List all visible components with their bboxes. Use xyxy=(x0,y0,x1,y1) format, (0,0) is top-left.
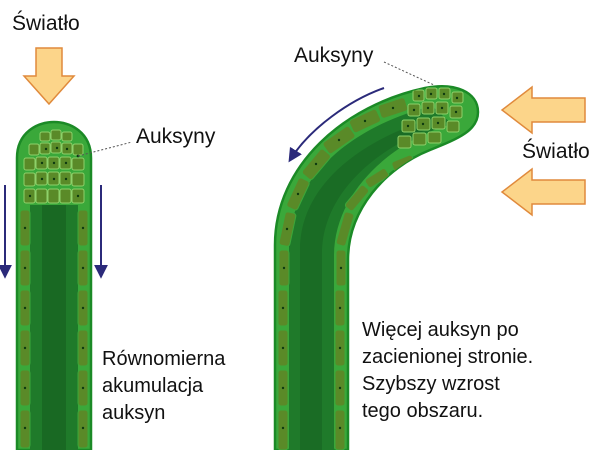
left-caption-line-2: akumulacja xyxy=(102,375,204,397)
right-caption-line-3: Szybszy wzrost xyxy=(362,373,500,395)
left-stem xyxy=(15,120,93,450)
right-caption-line-2: zacienionej stronie. xyxy=(362,346,533,368)
right-direction-arrow xyxy=(288,87,385,163)
left-auxin-dots xyxy=(23,146,85,430)
right-light-arrow-top xyxy=(500,85,586,135)
right-caption-line-1: Więcej auksyn po xyxy=(362,319,519,341)
right-light-arrow-bottom xyxy=(500,167,586,217)
right-stem xyxy=(273,85,480,450)
left-auxin-label: Auksyny xyxy=(136,125,216,148)
left-caption-line-3: auksyn xyxy=(102,402,165,424)
left-auxin-leader xyxy=(77,141,133,157)
right-light-label: Światło xyxy=(522,139,590,163)
left-light-arrow xyxy=(22,47,76,106)
right-auxin-label: Auksyny xyxy=(294,44,374,67)
right-caption-line-4: tego obszaru. xyxy=(362,400,483,422)
right-auxin-leader xyxy=(383,61,435,86)
left-light-label: Światło xyxy=(12,11,80,35)
right-auxin-dots xyxy=(281,86,459,430)
left-caption-line-1: Równomierna xyxy=(102,348,226,370)
